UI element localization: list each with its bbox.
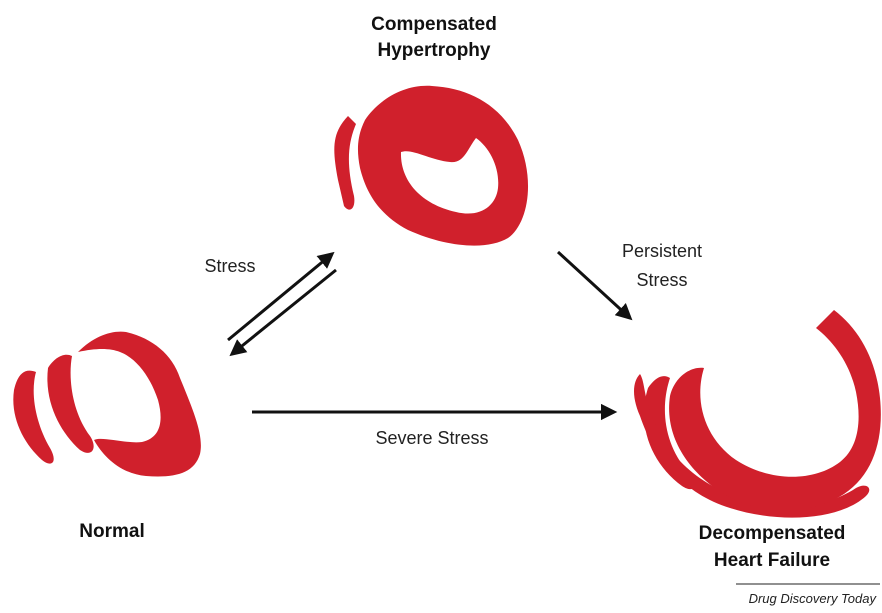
- decompensated-heart-icon: [634, 310, 881, 518]
- persistent-stress-arrow: [558, 252, 630, 318]
- decompensated-label-line1: Decompensated: [699, 523, 846, 544]
- compensated-label-line2: Hypertrophy: [378, 40, 491, 61]
- compensated-heart-icon: [334, 86, 528, 246]
- persistent-stress-label-line2: Stress: [636, 270, 687, 290]
- credit-text: Drug Discovery Today: [749, 591, 878, 606]
- normal-heart-icon: [13, 332, 201, 477]
- decompensated-label-line2: Heart Failure: [714, 550, 830, 571]
- stress-arrow-down: [232, 270, 336, 354]
- severe-stress-label: Severe Stress: [375, 428, 488, 448]
- compensated-label-line1: Compensated: [371, 14, 497, 35]
- stress-label: Stress: [204, 256, 255, 276]
- normal-label: Normal: [79, 521, 144, 542]
- persistent-stress-label-line1: Persistent: [622, 241, 702, 261]
